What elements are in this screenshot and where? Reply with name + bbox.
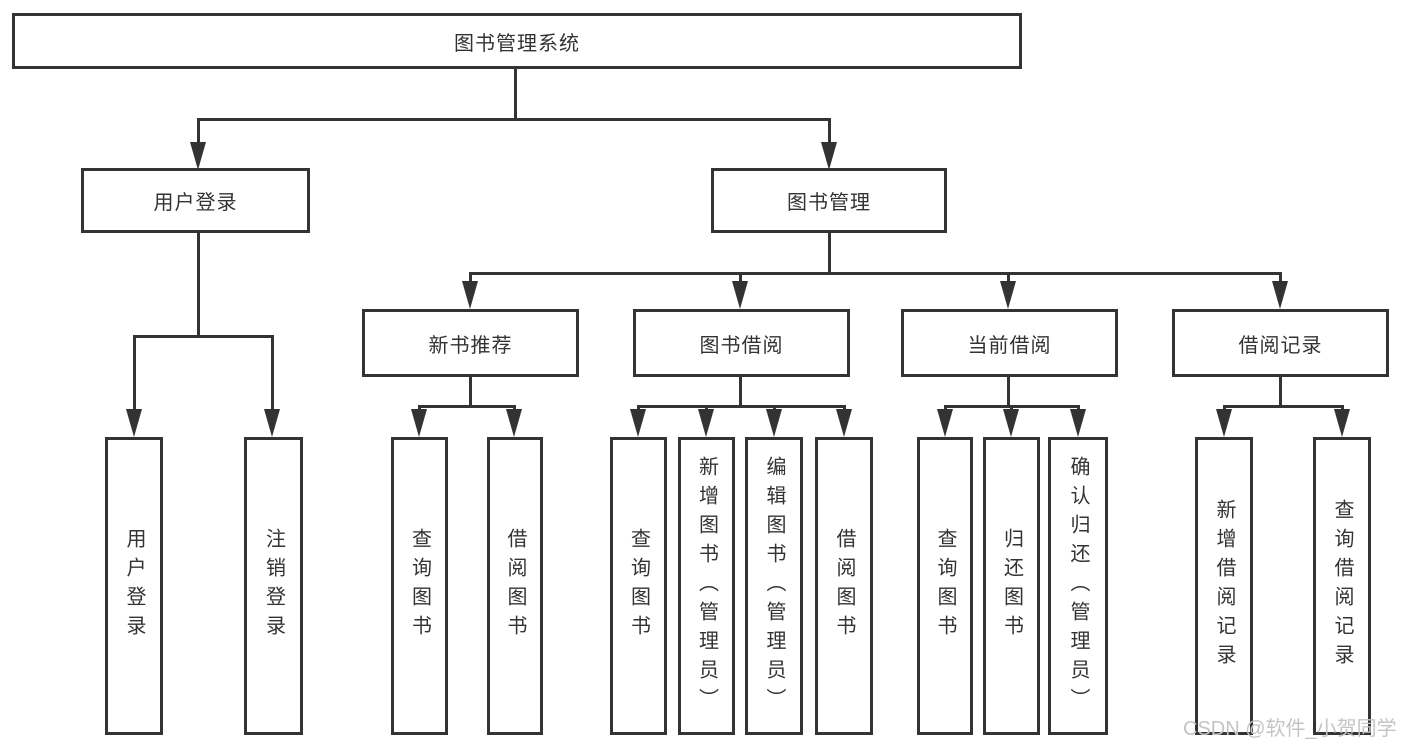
arrowhead-to-leaf-return-book bbox=[1003, 409, 1019, 437]
connector-book-borrowing-bar bbox=[637, 405, 846, 408]
leaf-query-books-2: 查询图书 bbox=[610, 437, 667, 735]
node-book-borrowing: 图书借阅 bbox=[633, 309, 850, 377]
node-borrowing-records: 借阅记录 bbox=[1172, 309, 1389, 377]
leaf-label: 新增图书（管理员） bbox=[695, 455, 718, 717]
leaf-label: 归还图书 bbox=[1000, 528, 1023, 644]
connector-user-login-stem bbox=[197, 233, 200, 337]
leaf-add-book-admin: 新增图书（管理员） bbox=[678, 437, 735, 735]
connector-new-book-recommend-stem bbox=[469, 376, 472, 407]
leaf-user-login: 用户登录 bbox=[105, 437, 163, 735]
arrowhead-to-leaf-edit-book-admin bbox=[766, 409, 782, 437]
connector-to-borrowing-records bbox=[1279, 272, 1282, 286]
node-label: 新书推荐 bbox=[428, 334, 513, 357]
leaf-label: 编辑图书（管理员） bbox=[763, 455, 785, 717]
node-label: 用户登录 bbox=[153, 192, 238, 214]
leaf-label: 用户登录 bbox=[123, 528, 145, 644]
connector-to-current-borrowing bbox=[1007, 272, 1010, 286]
leaf-query-books-3: 查询图书 bbox=[917, 437, 973, 735]
arrowhead-to-leaf-user-login bbox=[126, 409, 142, 437]
arrowhead-to-leaf-borrow-books-1 bbox=[506, 409, 522, 437]
arrowhead-to-leaf-query-books-3 bbox=[937, 409, 953, 437]
connector-root-bar bbox=[197, 118, 831, 121]
node-library-management-system: 图书管理系统 bbox=[12, 13, 1022, 69]
node-label: 当前借阅 bbox=[967, 334, 1052, 357]
leaf-label: 借阅图书 bbox=[833, 528, 855, 644]
connector-to-book-borrowing bbox=[739, 272, 742, 286]
leaf-return-book: 归还图书 bbox=[983, 437, 1040, 735]
connector-to-user-login bbox=[197, 118, 200, 146]
node-label: 借阅记录 bbox=[1238, 334, 1323, 357]
arrowhead-to-leaf-borrow-books-2 bbox=[836, 409, 852, 437]
node-new-book-recommend: 新书推荐 bbox=[362, 309, 579, 377]
leaf-add-borrow-record: 新增借阅记录 bbox=[1195, 437, 1253, 735]
connector-to-leaf-logout bbox=[271, 335, 274, 413]
connector-book-management-bar bbox=[469, 272, 1282, 275]
connector-borrowing-records-bar bbox=[1223, 405, 1344, 408]
connector-to-book-management bbox=[828, 118, 831, 146]
leaf-label: 查询图书 bbox=[934, 528, 956, 644]
arrowhead-to-leaf-logout bbox=[264, 409, 280, 437]
arrowhead-to-new-book-recommend bbox=[462, 281, 478, 309]
node-current-borrowing: 当前借阅 bbox=[901, 309, 1118, 377]
arrowhead-to-borrowing-records bbox=[1272, 281, 1288, 309]
leaf-label: 借阅图书 bbox=[504, 528, 526, 644]
leaf-query-books-1: 查询图书 bbox=[391, 437, 448, 735]
node-label: 图书管理 bbox=[787, 192, 871, 214]
arrowhead-to-leaf-query-books-2 bbox=[630, 409, 646, 437]
arrowhead-to-leaf-add-book-admin bbox=[698, 409, 714, 437]
node-book-management: 图书管理 bbox=[711, 168, 947, 233]
arrowhead-to-leaf-query-borrow-record bbox=[1334, 409, 1350, 437]
leaf-label: 查询图书 bbox=[408, 528, 431, 644]
leaf-label: 确认归还（管理员） bbox=[1067, 455, 1089, 717]
arrowhead-to-book-management bbox=[821, 142, 837, 170]
arrowhead-to-book-borrowing bbox=[732, 281, 748, 309]
node-user-login: 用户登录 bbox=[81, 168, 310, 233]
leaf-label: 注销登录 bbox=[262, 528, 285, 644]
connector-to-new-book-recommend bbox=[469, 272, 472, 286]
leaf-query-borrow-record: 查询借阅记录 bbox=[1313, 437, 1371, 735]
leaf-logout: 注销登录 bbox=[244, 437, 303, 735]
arrowhead-to-leaf-confirm-return-admin bbox=[1070, 409, 1086, 437]
leaf-label: 新增借阅记录 bbox=[1213, 499, 1235, 673]
csdn-watermark: CSDN @软件_小贺同学 bbox=[1183, 718, 1397, 740]
leaf-confirm-return-admin: 确认归还（管理员） bbox=[1048, 437, 1108, 735]
connector-borrowing-records-stem bbox=[1279, 376, 1282, 407]
leaf-borrow-books-1: 借阅图书 bbox=[487, 437, 543, 735]
connector-current-borrowing-stem bbox=[1007, 376, 1010, 407]
connector-to-leaf-user-login bbox=[133, 335, 136, 413]
leaf-edit-book-admin: 编辑图书（管理员） bbox=[745, 437, 803, 735]
connector-user-login-bar bbox=[133, 335, 274, 338]
arrowhead-to-user-login bbox=[190, 142, 206, 170]
connector-book-management-stem bbox=[828, 233, 831, 274]
node-label: 图书借阅 bbox=[699, 334, 784, 357]
leaf-borrow-books-2: 借阅图书 bbox=[815, 437, 873, 735]
leaf-label: 查询图书 bbox=[627, 528, 650, 644]
connector-root-stem bbox=[514, 68, 517, 120]
connector-book-borrowing-stem bbox=[739, 376, 742, 407]
node-label: 图书管理系统 bbox=[454, 32, 580, 55]
leaf-label: 查询借阅记录 bbox=[1331, 499, 1353, 673]
arrowhead-to-leaf-query-books-1 bbox=[411, 409, 427, 437]
connector-new-book-recommend-bar bbox=[418, 405, 516, 408]
arrowhead-to-leaf-add-borrow-record bbox=[1216, 409, 1232, 437]
arrowhead-to-current-borrowing bbox=[1000, 281, 1016, 309]
